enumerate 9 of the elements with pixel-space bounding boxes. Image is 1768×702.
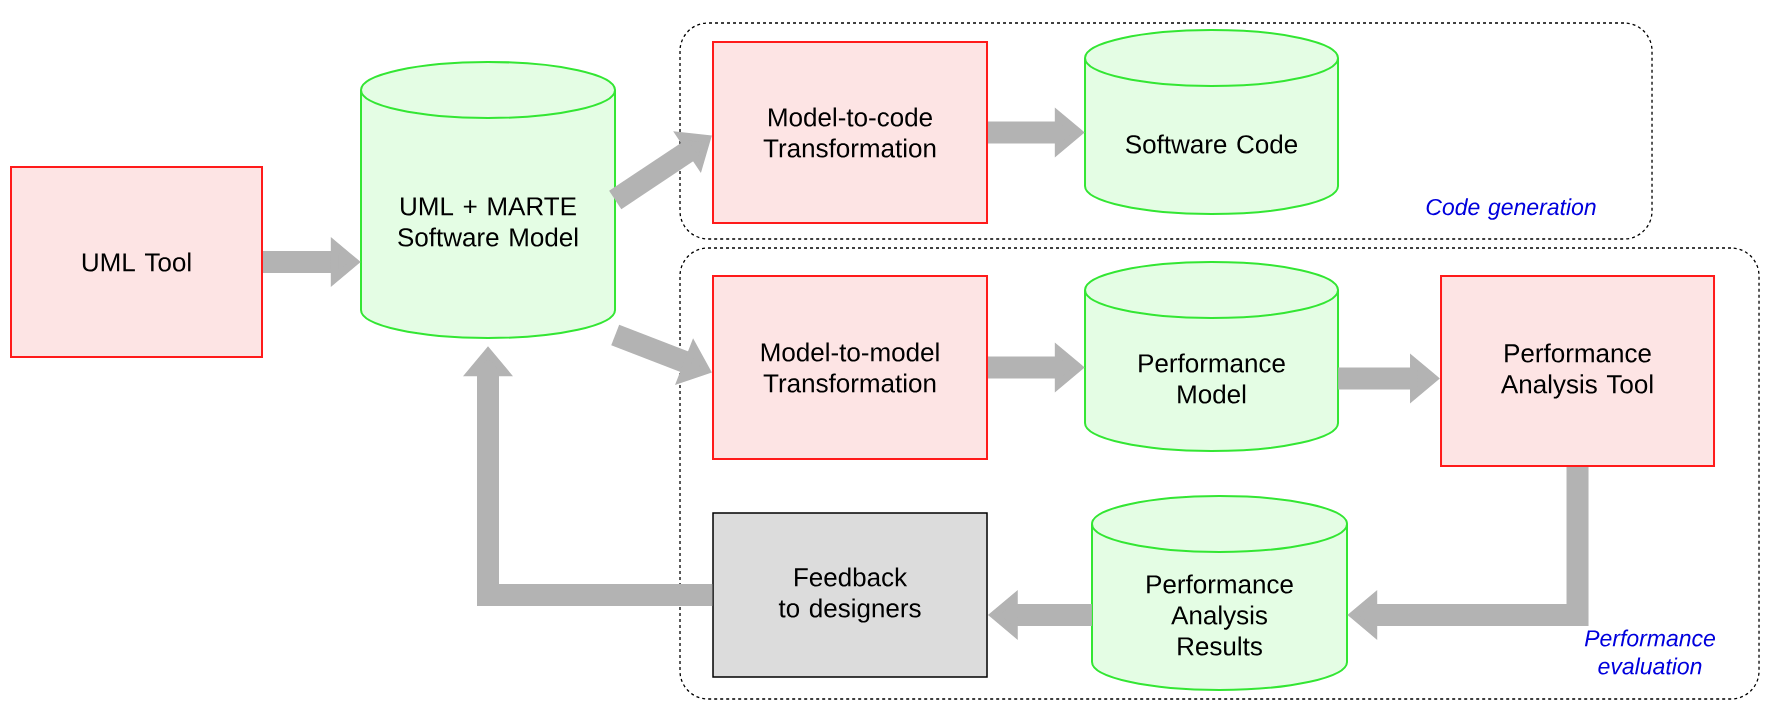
data-cylinder: Performance Analysis Results — [1091, 495, 1348, 691]
process-box: UML Tool — [10, 166, 263, 358]
process-box: Performance Analysis Tool — [1440, 275, 1715, 467]
process-box: Model-to-code Transformation — [712, 41, 988, 224]
data-cylinder: Performance Model — [1084, 261, 1339, 452]
process-box: Model-to-model Transformation — [712, 275, 988, 460]
data-cylinder: Software Code — [1084, 29, 1339, 215]
data-cylinder: UML + MARTE Software Model — [360, 61, 616, 339]
feedback-box: Feedback to designers — [712, 512, 988, 678]
